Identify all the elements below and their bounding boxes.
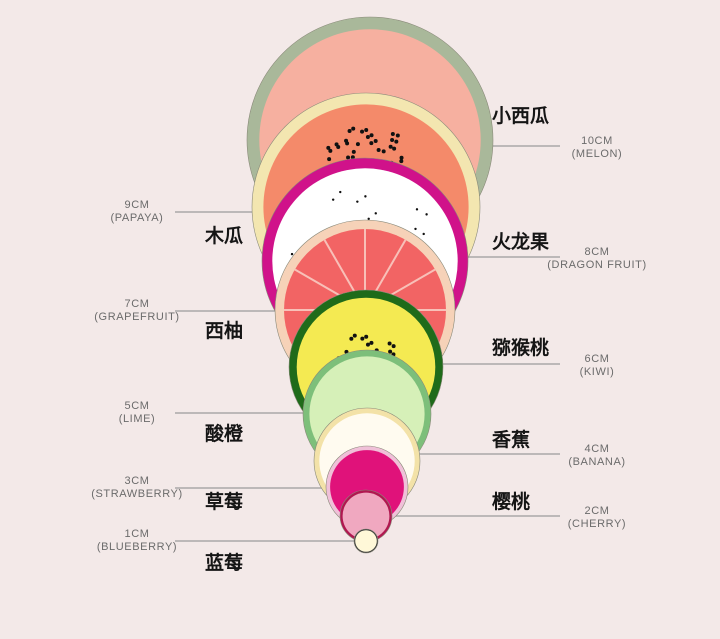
grapefruit-size-label: 7CM (124, 298, 149, 310)
banana-english-name: (BANANA) (568, 456, 625, 468)
papaya-chinese-name: 木瓜 (204, 224, 243, 247)
grapefruit-chinese-name: 西柚 (205, 319, 243, 342)
kiwi-english-name: (KIWI) (580, 366, 615, 378)
banana-size-label: 4CM (584, 443, 609, 455)
dragon-fruit-size-label: 8CM (584, 246, 609, 258)
blueberry-size-label: 1CM (124, 528, 149, 540)
strawberry-chinese-name: 草莓 (205, 490, 243, 513)
dragon-fruit-chinese-name: 火龙果 (492, 230, 549, 253)
cherry-english-name: (CHERRY) (568, 518, 626, 530)
strawberry-size-label: 3CM (124, 475, 149, 487)
banana-chinese-name: 香蕉 (491, 428, 530, 451)
leader-lines (175, 145, 560, 542)
melon-chinese-name: 小西瓜 (492, 105, 549, 127)
grapefruit-english-name: (GRAPEFRUIT) (94, 311, 179, 323)
melon-size-label: 10CM (581, 135, 613, 147)
cherry-chinese-name: 樱桃 (492, 490, 530, 513)
kiwi-chinese-name: 猕猴桃 (492, 336, 549, 359)
lime-chinese-name: 酸橙 (205, 422, 244, 445)
lime-english-name: (LIME) (119, 413, 156, 425)
melon-english-name: (MELON) (572, 148, 623, 160)
strawberry-english-name: (STRAWBERRY) (91, 488, 183, 500)
blueberry-english-name: (BLUEBERRY) (97, 541, 177, 553)
labels: 10CM(MELON) 小西瓜 9CM(PAPAYA) 木瓜 8CM(DRAGON FR… (91, 105, 646, 574)
lime-size-label: 5CM (124, 400, 149, 412)
papaya-size-label: 9CM (124, 199, 149, 211)
blueberry-slice (353, 528, 379, 554)
cherry-size-label: 2CM (584, 505, 609, 517)
cherry-slice (339, 489, 393, 543)
fruit-circles-group (246, 16, 494, 554)
dragon-fruit-english-name: (DRAGON FRUIT) (547, 259, 646, 271)
blueberry-chinese-name: 蓝莓 (205, 551, 243, 574)
papaya-english-name: (PAPAYA) (111, 212, 164, 224)
kiwi-size-label: 6CM (584, 353, 609, 365)
